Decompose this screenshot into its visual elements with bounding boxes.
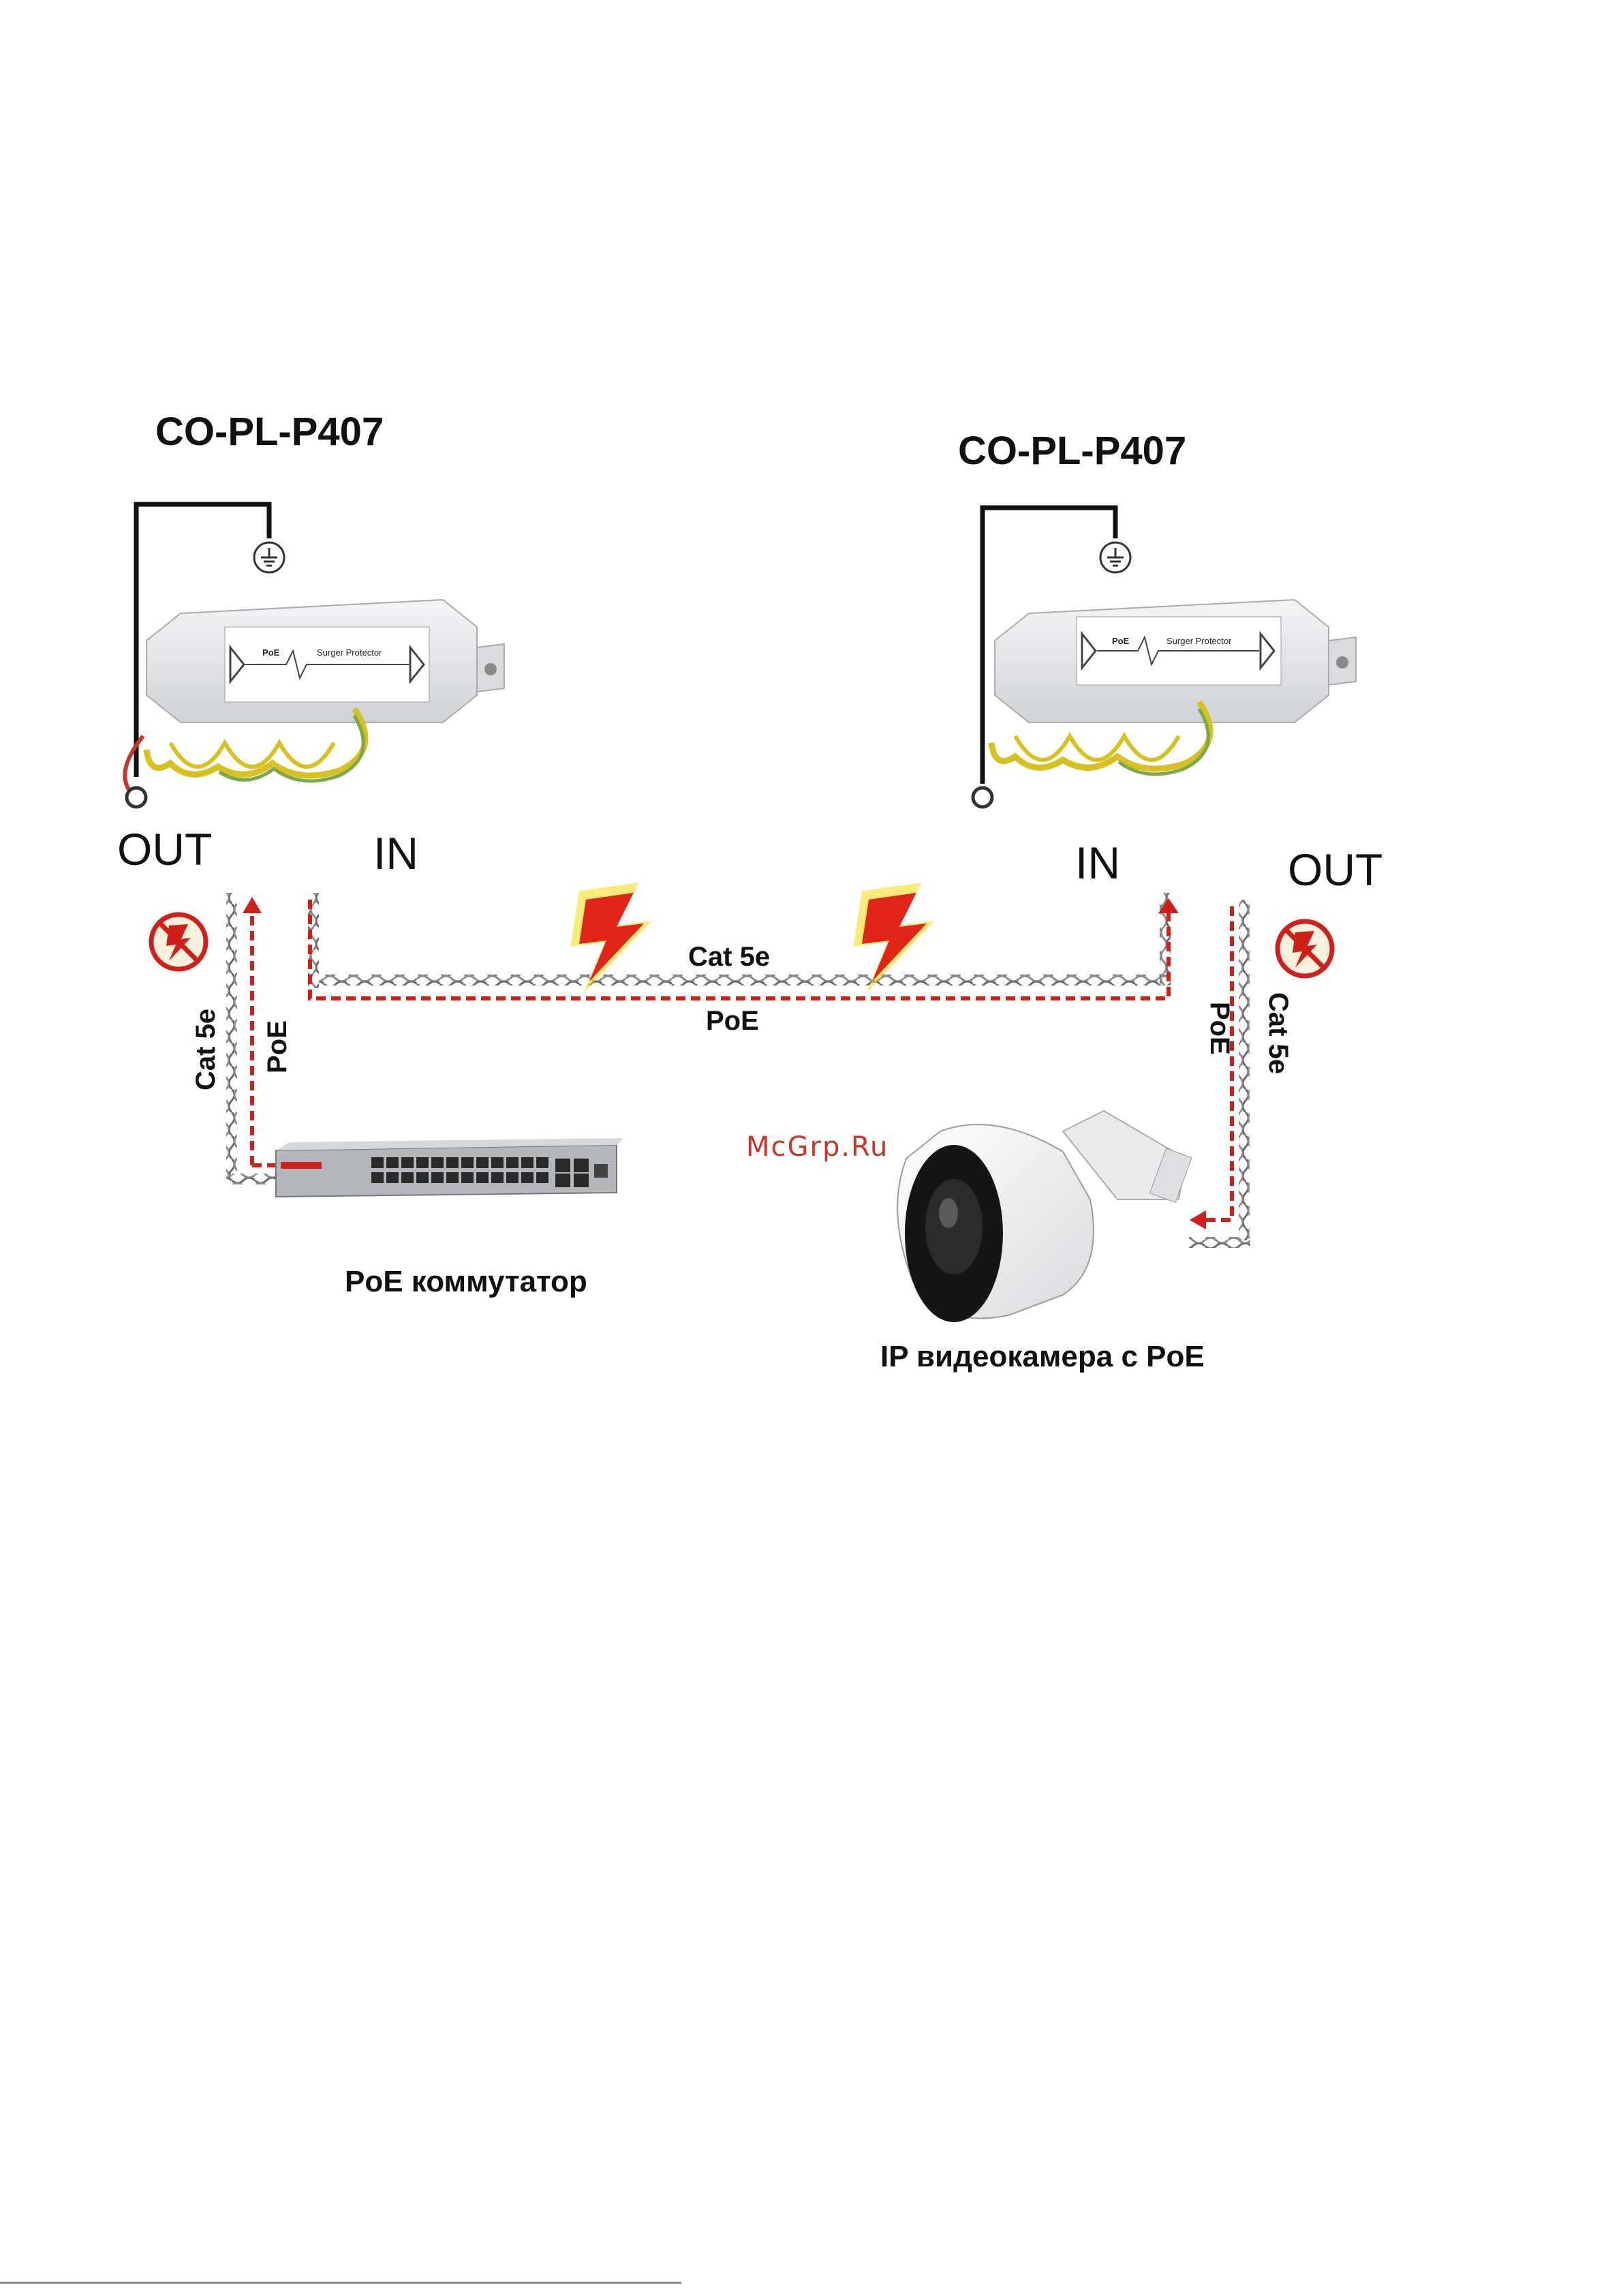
arrow-left	[243, 897, 262, 913]
ground-icon-left	[254, 542, 284, 572]
cable-label-left: Cat 5e	[191, 1009, 221, 1090]
badge-sub-right: Surger Protector	[1166, 636, 1232, 646]
poe-switch	[276, 1138, 623, 1197]
power-line-right	[1199, 906, 1232, 1220]
port-in-left: IN	[373, 827, 418, 879]
footer-rule	[0, 2282, 681, 2284]
power-label-middle: PoE	[706, 1006, 759, 1037]
power-label-left: PoE	[262, 1020, 293, 1073]
ip-camera	[897, 1111, 1192, 1322]
port-out-right: OUT	[1288, 844, 1382, 896]
ring-terminal-left	[127, 788, 146, 807]
switch-ports	[371, 1157, 589, 1187]
model-label-left: CO-PL-P407	[155, 409, 384, 455]
switch-caption: PoE коммутатор	[345, 1265, 587, 1299]
ring-terminal-right	[973, 788, 992, 807]
badge-text-right: PoE	[1112, 636, 1130, 646]
model-label-right: CO-PL-P407	[958, 428, 1186, 474]
watermark: McGrp.Ru	[746, 1131, 888, 1163]
arrow-right	[1190, 1210, 1206, 1229]
no-lightning-icon-right	[1278, 921, 1332, 976]
protector-left: PoE Surger Protector	[125, 504, 504, 807]
badge-sub-left: Surger Protector	[317, 647, 382, 658]
badge-text-left: PoE	[262, 647, 280, 658]
port-out-left: OUT	[117, 823, 212, 875]
cable-label-right: Cat 5e	[1263, 992, 1293, 1074]
protector-right: PoE Surger Protector	[973, 508, 1356, 807]
camera-caption: IP видеокамера с PoE	[880, 1340, 1205, 1374]
power-label-right: PoE	[1204, 1002, 1235, 1055]
cable-label-middle: Cat 5e	[688, 942, 770, 973]
port-in-right: IN	[1075, 837, 1120, 889]
ground-icon-right	[1100, 542, 1130, 572]
no-lightning-icon-left	[151, 915, 206, 969]
cable-right	[1189, 900, 1250, 1248]
